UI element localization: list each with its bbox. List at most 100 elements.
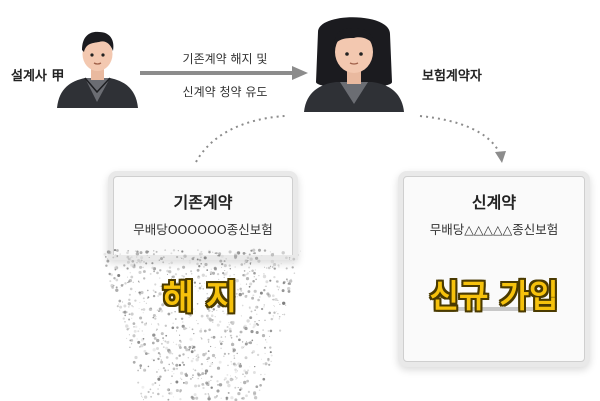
particle — [193, 308, 195, 310]
particle — [223, 264, 227, 268]
particle — [277, 299, 279, 302]
particle — [197, 275, 201, 279]
particle — [193, 281, 196, 284]
particle — [248, 307, 251, 310]
particle — [168, 270, 172, 274]
particle — [166, 269, 169, 273]
particle — [240, 397, 243, 400]
particle — [133, 326, 135, 328]
particle — [216, 272, 220, 276]
particle — [153, 336, 157, 340]
particle — [264, 373, 266, 375]
particle — [237, 289, 239, 291]
particle — [198, 252, 202, 256]
particle — [222, 284, 224, 286]
particle — [278, 301, 280, 303]
particle — [269, 329, 273, 333]
particle — [155, 346, 160, 351]
particle — [253, 396, 258, 400]
particle — [156, 271, 159, 275]
particle — [134, 250, 137, 253]
particle — [236, 352, 238, 355]
particle — [154, 381, 157, 385]
particle — [269, 251, 272, 253]
particle — [181, 279, 184, 283]
particle — [164, 324, 167, 327]
particle — [202, 353, 206, 357]
particle — [130, 339, 134, 342]
particle — [200, 374, 202, 376]
particle — [270, 360, 272, 362]
particle — [141, 385, 145, 389]
particle — [269, 279, 272, 282]
particle — [113, 284, 115, 287]
particle — [190, 395, 194, 399]
particle — [126, 251, 129, 255]
particle — [201, 372, 205, 376]
particle — [114, 268, 117, 271]
particle — [233, 278, 236, 281]
particle — [174, 281, 176, 283]
particle — [189, 377, 192, 380]
particle — [226, 271, 228, 273]
particle — [147, 250, 150, 253]
particle — [207, 309, 211, 312]
particle — [142, 312, 144, 314]
particle — [105, 264, 108, 267]
particle — [207, 356, 211, 360]
particle — [198, 258, 202, 262]
particle — [127, 258, 130, 261]
particle — [164, 340, 167, 343]
particle — [179, 371, 184, 375]
particle — [251, 269, 254, 272]
particle — [155, 250, 158, 253]
particle — [263, 249, 267, 252]
particle — [150, 395, 153, 398]
particle — [206, 296, 210, 301]
particle — [192, 377, 194, 379]
particle — [209, 271, 212, 274]
particle — [155, 315, 158, 318]
particle — [243, 347, 245, 348]
particle — [273, 267, 277, 270]
particle — [137, 330, 140, 333]
particle — [200, 328, 202, 330]
particle — [181, 298, 183, 300]
particle — [175, 380, 179, 384]
particle — [194, 369, 197, 372]
particle — [141, 321, 144, 324]
particle — [292, 262, 294, 265]
particle — [185, 372, 187, 374]
particle — [265, 339, 267, 341]
particle — [161, 285, 164, 288]
particle — [255, 278, 257, 281]
particle — [223, 312, 225, 314]
particle — [204, 369, 209, 373]
particle — [179, 334, 181, 336]
particle — [268, 311, 271, 315]
particle — [157, 323, 160, 325]
particle — [237, 387, 239, 389]
particle — [162, 261, 165, 264]
particle — [181, 250, 184, 253]
particle — [158, 259, 160, 261]
particle — [286, 280, 289, 283]
particle — [124, 320, 126, 323]
particle — [252, 294, 255, 296]
particle — [203, 256, 207, 260]
particle — [181, 288, 185, 291]
particle — [262, 329, 264, 331]
particle — [195, 396, 199, 400]
particle — [222, 300, 224, 302]
particle — [152, 316, 155, 319]
particle — [168, 350, 172, 355]
particle — [133, 329, 137, 333]
particle — [287, 286, 291, 291]
particle — [188, 345, 192, 349]
particle — [165, 356, 169, 359]
particle — [226, 380, 230, 384]
particle — [270, 354, 273, 357]
particle — [243, 270, 246, 272]
particle — [182, 363, 186, 366]
particle — [138, 291, 141, 294]
